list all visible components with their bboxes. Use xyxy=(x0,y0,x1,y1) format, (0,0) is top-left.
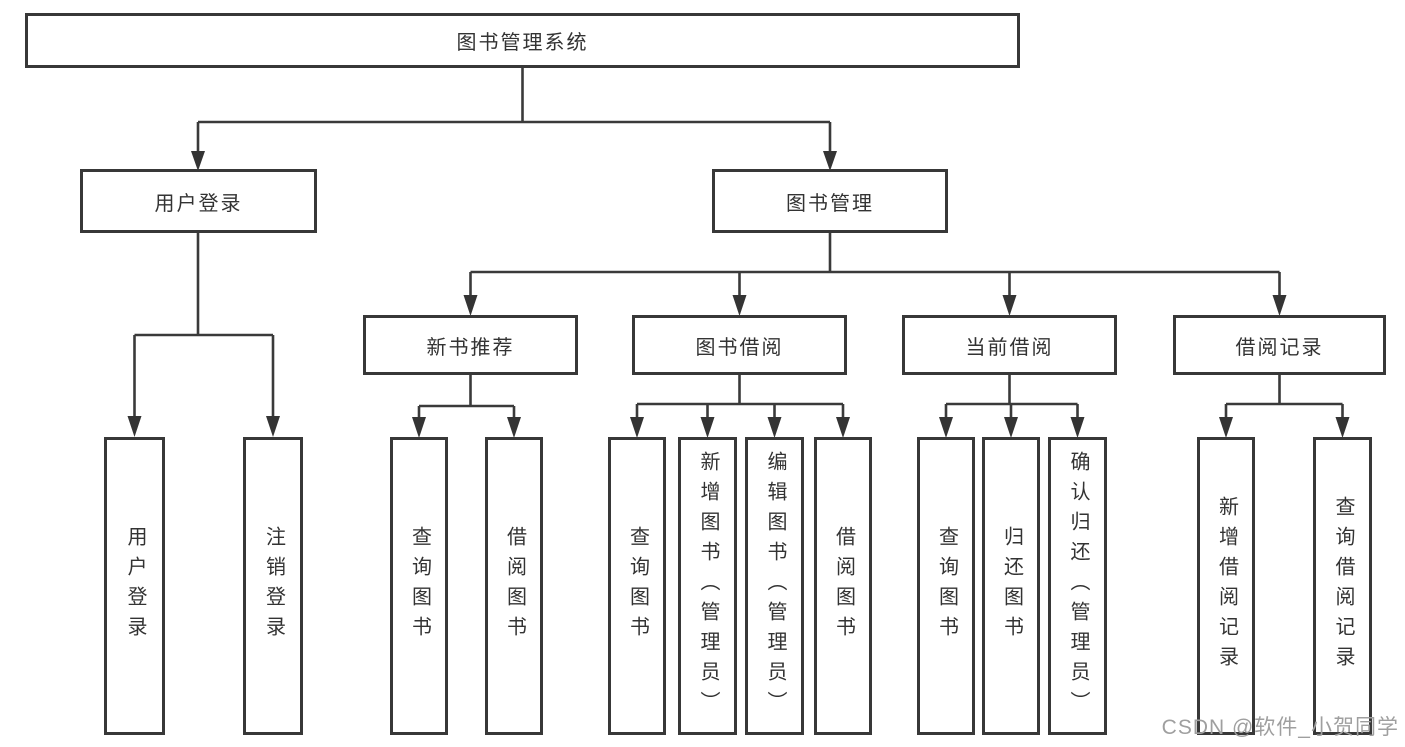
node-label: 注销登录 xyxy=(262,526,285,646)
connector-root-to-level2 xyxy=(191,67,837,171)
connector-user-login-children xyxy=(127,233,280,437)
node-label: 图书管理 xyxy=(786,192,874,215)
node-label: 查询图书 xyxy=(935,526,958,646)
node-label: 查询图书 xyxy=(626,526,649,646)
node-current-borrowing: 当前借阅 xyxy=(902,315,1117,375)
connector-current-borrowing-children xyxy=(939,375,1085,438)
node-label: 用户登录 xyxy=(154,192,243,215)
node-query-borrow-record: 查询借阅记录 xyxy=(1313,437,1372,735)
node-query-books-current: 查询图书 xyxy=(917,437,975,735)
node-library-system: 图书管理系统 xyxy=(25,13,1020,68)
node-label: 新增借阅记录 xyxy=(1215,496,1238,676)
connector-new-book-recommendation-children xyxy=(412,375,521,438)
node-label: 编辑图书（管理员） xyxy=(764,451,786,721)
node-label: 查询图书 xyxy=(408,526,431,646)
node-label: 借阅图书 xyxy=(503,526,526,646)
node-edit-books-admin: 编辑图书（管理员） xyxy=(745,437,804,735)
connector-book-management-to-level3 xyxy=(463,233,1287,316)
node-add-borrow-record: 新增借阅记录 xyxy=(1197,437,1255,735)
node-confirm-return-admin: 确认归还（管理员） xyxy=(1048,437,1107,735)
node-query-books-borrowing: 查询图书 xyxy=(608,437,666,735)
connector-borrowing-records-children xyxy=(1219,375,1350,438)
node-query-books-recommend: 查询图书 xyxy=(390,437,448,735)
node-label: 确认归还（管理员） xyxy=(1067,451,1089,721)
node-borrow-books-recommend: 借阅图书 xyxy=(485,437,543,735)
node-label: 查询借阅记录 xyxy=(1332,496,1354,676)
node-label: 当前借阅 xyxy=(965,336,1054,359)
node-borrow-books-borrowing: 借阅图书 xyxy=(814,437,872,735)
node-user-login-leaf: 用户登录 xyxy=(104,437,165,735)
node-new-book-recommendation: 新书推荐 xyxy=(363,315,578,375)
node-add-books-admin: 新增图书（管理员） xyxy=(678,437,737,735)
node-label: 借阅图书 xyxy=(832,526,855,646)
node-book-management: 图书管理 xyxy=(712,169,948,233)
node-return-books: 归还图书 xyxy=(982,437,1040,735)
node-label: 图书管理系统 xyxy=(456,32,589,54)
node-label: 新书推荐 xyxy=(426,336,515,359)
node-book-borrowing: 图书借阅 xyxy=(632,315,847,375)
node-label: 借阅记录 xyxy=(1235,336,1324,359)
connector-book-borrowing-children xyxy=(630,375,850,438)
node-user-login: 用户登录 xyxy=(80,169,317,233)
node-logout: 注销登录 xyxy=(243,437,303,735)
node-label: 用户登录 xyxy=(124,526,146,646)
node-label: 新增图书（管理员） xyxy=(697,451,719,721)
csdn-watermark: CSDN @软件_小贺同学 xyxy=(1161,716,1399,739)
node-label: 图书借阅 xyxy=(695,336,784,359)
node-label: 归还图书 xyxy=(1000,526,1023,646)
node-borrowing-records: 借阅记录 xyxy=(1173,315,1386,375)
